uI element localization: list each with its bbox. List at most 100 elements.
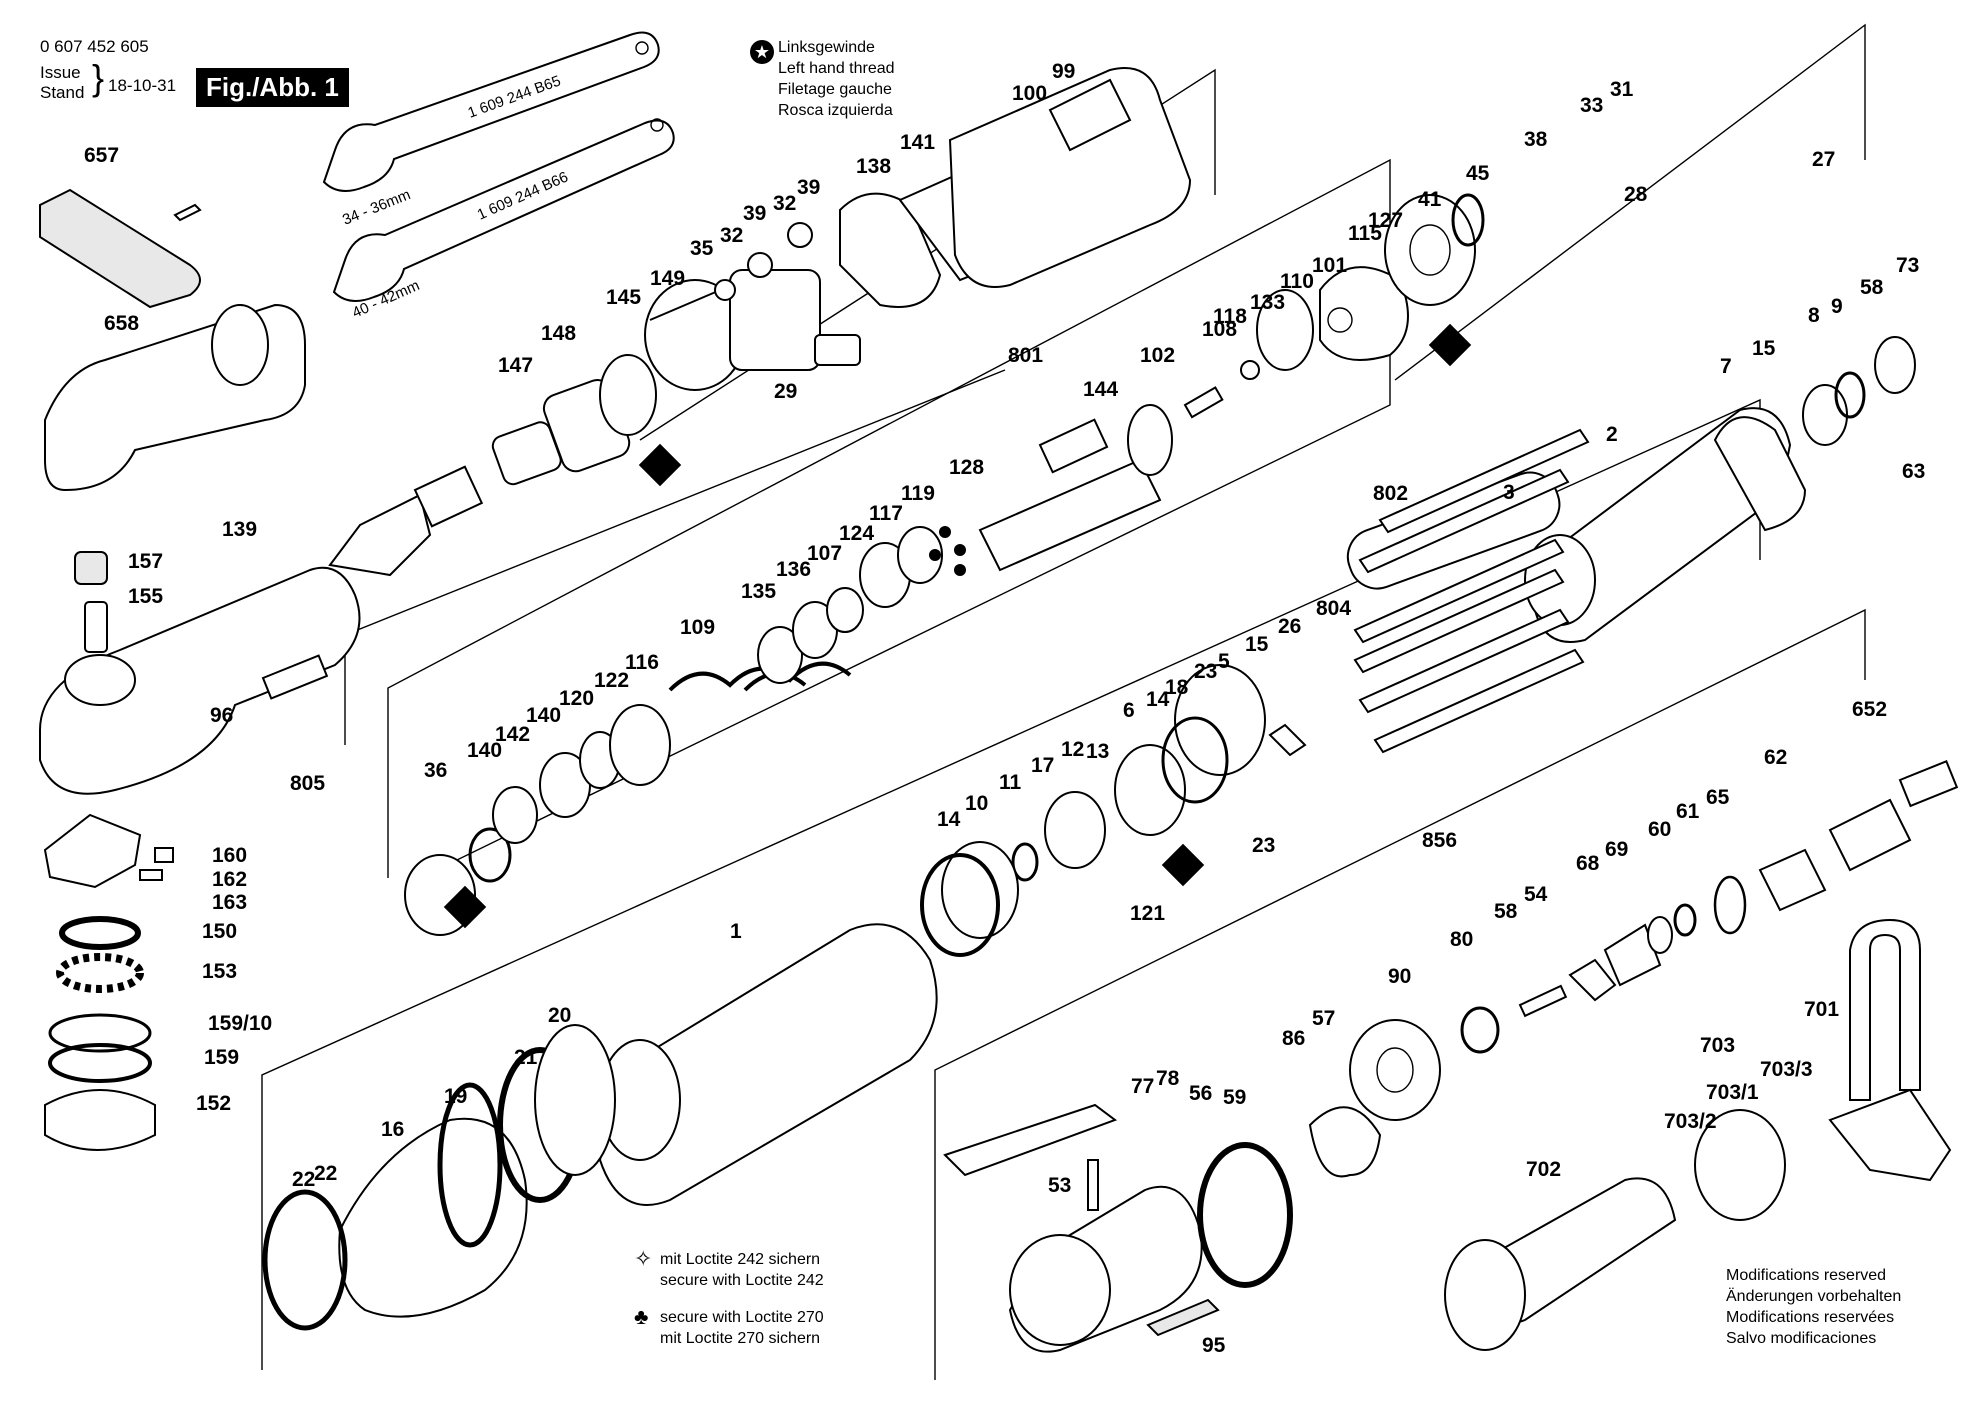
callout-number: 68 bbox=[1576, 852, 1600, 875]
callout-number: 69 bbox=[1605, 838, 1628, 861]
callout-number: 2 bbox=[1606, 423, 1618, 446]
callout-number: 144 bbox=[1083, 378, 1118, 401]
callout-number: 39 bbox=[743, 202, 766, 225]
callout-number: 128 bbox=[949, 456, 984, 479]
callout-number: 5 bbox=[1218, 650, 1230, 673]
callout-number: 802 bbox=[1373, 482, 1408, 505]
callout-number: 15 bbox=[1245, 633, 1269, 656]
callout-number: 805 bbox=[290, 772, 325, 795]
callout-number: 138 bbox=[856, 155, 891, 178]
suspension-bail-and-exhaust bbox=[1444, 918, 1952, 1351]
spindle-rings bbox=[404, 526, 966, 936]
callout-number: 157 bbox=[128, 550, 163, 573]
main-housing bbox=[598, 923, 938, 1206]
four-point-star-icon: ✧ bbox=[634, 1246, 653, 1271]
callout-number: 16 bbox=[381, 1118, 404, 1141]
callout-number: 22 bbox=[292, 1168, 315, 1191]
callout-number: 110 bbox=[1280, 270, 1314, 293]
callout-number: 33 bbox=[1580, 94, 1603, 117]
callout-number: 141 bbox=[900, 131, 935, 154]
callout-labels: 65765813915715596805160162163150153159/1… bbox=[84, 60, 1925, 1357]
callout-number: 117 bbox=[869, 502, 903, 525]
motor-cylinder bbox=[1524, 336, 1916, 643]
callout-number: 142 bbox=[495, 723, 530, 746]
callout-number: 20 bbox=[548, 1004, 571, 1027]
callout-number: 139 bbox=[222, 518, 257, 541]
callout-number: 63 bbox=[1902, 460, 1925, 483]
callout-number: 60 bbox=[1648, 818, 1671, 841]
callout-number: 124 bbox=[839, 522, 874, 545]
callout-number: 135 bbox=[741, 580, 776, 603]
callout-number: 703 bbox=[1700, 1034, 1735, 1057]
callout-number: 95 bbox=[1202, 1334, 1226, 1357]
callout-number: 31 bbox=[1610, 78, 1634, 101]
callout-number: 14 bbox=[937, 808, 961, 831]
callout-number: 12 bbox=[1061, 738, 1084, 761]
thread-legend-line-4: Rosca izquierda bbox=[778, 102, 893, 119]
modifications-line-3: Modifications reservées bbox=[1726, 1309, 1895, 1326]
callout-number: 14 bbox=[1146, 688, 1170, 711]
callout-number: 57 bbox=[1312, 1007, 1335, 1030]
bevel-gear-stack bbox=[43, 551, 174, 1151]
callout-number: 127 bbox=[1368, 209, 1403, 232]
callout-number: 13 bbox=[1086, 740, 1109, 763]
loctite-note-1-line-2: secure with Loctite 242 bbox=[660, 1272, 824, 1289]
callout-number: 17 bbox=[1031, 754, 1054, 777]
callout-number: 140 bbox=[526, 704, 561, 727]
loctite-note-1-line-1: mit Loctite 242 sichern bbox=[660, 1251, 821, 1268]
callout-number: 122 bbox=[594, 669, 629, 692]
callout-number: 148 bbox=[541, 322, 576, 345]
motor-end-plate bbox=[920, 664, 1307, 957]
callout-number: 119 bbox=[901, 482, 935, 505]
callout-number: 163 bbox=[212, 891, 247, 914]
callout-number: 27 bbox=[1812, 148, 1835, 171]
callout-number: 61 bbox=[1676, 800, 1700, 823]
callout-number: 23 bbox=[1194, 660, 1217, 683]
callout-number: 100 bbox=[1012, 82, 1047, 105]
modifications-line-2: Änderungen vorbehalten bbox=[1726, 1288, 1902, 1305]
callout-number: 58 bbox=[1494, 900, 1518, 923]
callout-number: 15 bbox=[1752, 337, 1776, 360]
callout-number: 856 bbox=[1422, 829, 1457, 852]
callout-number: 652 bbox=[1852, 698, 1887, 721]
throttle-valve-parts bbox=[943, 1019, 1441, 1353]
ring-gear-housing-top bbox=[948, 67, 1192, 288]
callout-number: 1 bbox=[730, 920, 742, 943]
star-circle-icon: ★ bbox=[750, 40, 774, 64]
callout-number: 109 bbox=[680, 616, 715, 639]
callout-number: 73 bbox=[1896, 254, 1919, 277]
callout-number: 118 bbox=[1213, 305, 1247, 328]
callout-number: 804 bbox=[1316, 597, 1351, 620]
callout-number: 657 bbox=[84, 144, 119, 167]
callout-number: 9 bbox=[1831, 295, 1843, 318]
stand-label: Stand bbox=[40, 83, 85, 102]
callout-number: 153 bbox=[202, 960, 237, 983]
callout-number: 23 bbox=[1252, 834, 1275, 857]
brace-icon: } bbox=[92, 57, 105, 98]
callout-number: 801 bbox=[1008, 344, 1043, 367]
callout-number: 107 bbox=[807, 542, 842, 565]
bevel-pinion bbox=[328, 465, 484, 577]
callout-number: 58 bbox=[1860, 276, 1884, 299]
callout-number: 8 bbox=[1808, 304, 1820, 327]
callout-number: 29 bbox=[774, 380, 797, 403]
callout-number: 149 bbox=[650, 267, 685, 290]
angle-head-cover bbox=[44, 303, 306, 492]
callout-number: 77 bbox=[1131, 1075, 1154, 1098]
callout-number: 54 bbox=[1524, 883, 1548, 906]
thread-legend-line-3: Filetage gauche bbox=[778, 81, 892, 98]
callout-number: 38 bbox=[1524, 128, 1548, 151]
callout-number: 35 bbox=[690, 237, 714, 260]
callout-number: 703/3 bbox=[1760, 1058, 1813, 1081]
callout-number: 102 bbox=[1140, 344, 1175, 367]
thread-legend-line-2: Left hand thread bbox=[778, 60, 895, 77]
callout-number: 702 bbox=[1526, 1158, 1561, 1181]
callout-number: 39 bbox=[797, 176, 820, 199]
issue-date: 18-10-31 bbox=[108, 76, 177, 95]
callout-number: 155 bbox=[128, 585, 163, 608]
rotor-and-vanes bbox=[1346, 428, 1590, 754]
angle-head-housing bbox=[39, 566, 361, 795]
callout-number: 26 bbox=[1278, 615, 1301, 638]
callout-number: 86 bbox=[1282, 1027, 1305, 1050]
